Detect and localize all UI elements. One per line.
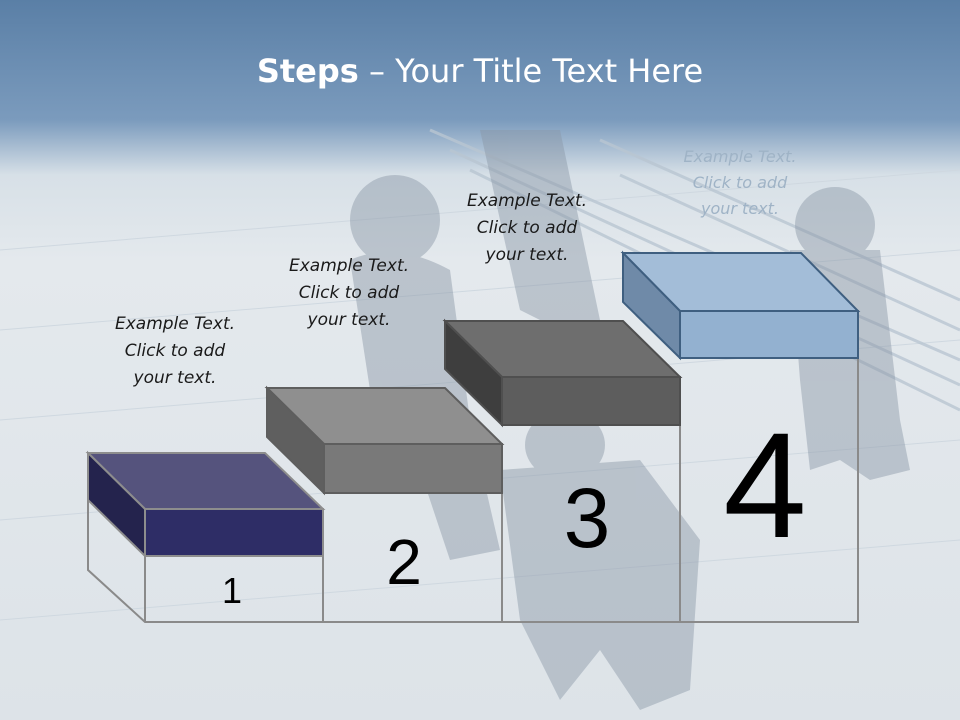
step-text-line: Example Text.	[466, 191, 588, 211]
step-text-line: Example Text.	[288, 256, 410, 276]
step-number-1: 1	[221, 570, 243, 611]
title-rest: – Your Title Text Here	[358, 52, 704, 90]
step-text-4[interactable]: Example Text. Click to add your text.	[650, 144, 830, 222]
step-block-3[interactable]	[442, 318, 683, 428]
step-block-2[interactable]	[264, 385, 505, 496]
step-text-line: your text.	[485, 245, 569, 265]
step-text-line: Click to add	[692, 173, 788, 192]
step-number-4: 4	[723, 401, 807, 569]
step-text-line: Example Text.	[683, 147, 797, 166]
step-block-1[interactable]	[85, 450, 326, 559]
step-text-line: Click to add	[298, 283, 400, 303]
step-text-3[interactable]: Example Text. Click to add your text.	[437, 188, 617, 269]
step-number-3: 3	[563, 471, 611, 565]
step-text-1[interactable]: Example Text. Click to add your text.	[85, 311, 265, 392]
step-text-line: Click to add	[476, 218, 578, 238]
title-bold: Steps	[256, 52, 359, 90]
step-number-2: 2	[386, 526, 422, 598]
step-text-line: your text.	[133, 368, 217, 388]
step-text-line: Click to add	[124, 341, 226, 361]
step-block-4[interactable]	[620, 250, 861, 361]
step-text-line: Example Text.	[114, 314, 236, 334]
step-text-2[interactable]: Example Text. Click to add your text.	[259, 253, 439, 334]
slide-title[interactable]: Steps – Your Title Text Here	[0, 52, 960, 90]
step-text-line: your text.	[700, 199, 779, 218]
step-text-line: your text.	[307, 310, 391, 330]
